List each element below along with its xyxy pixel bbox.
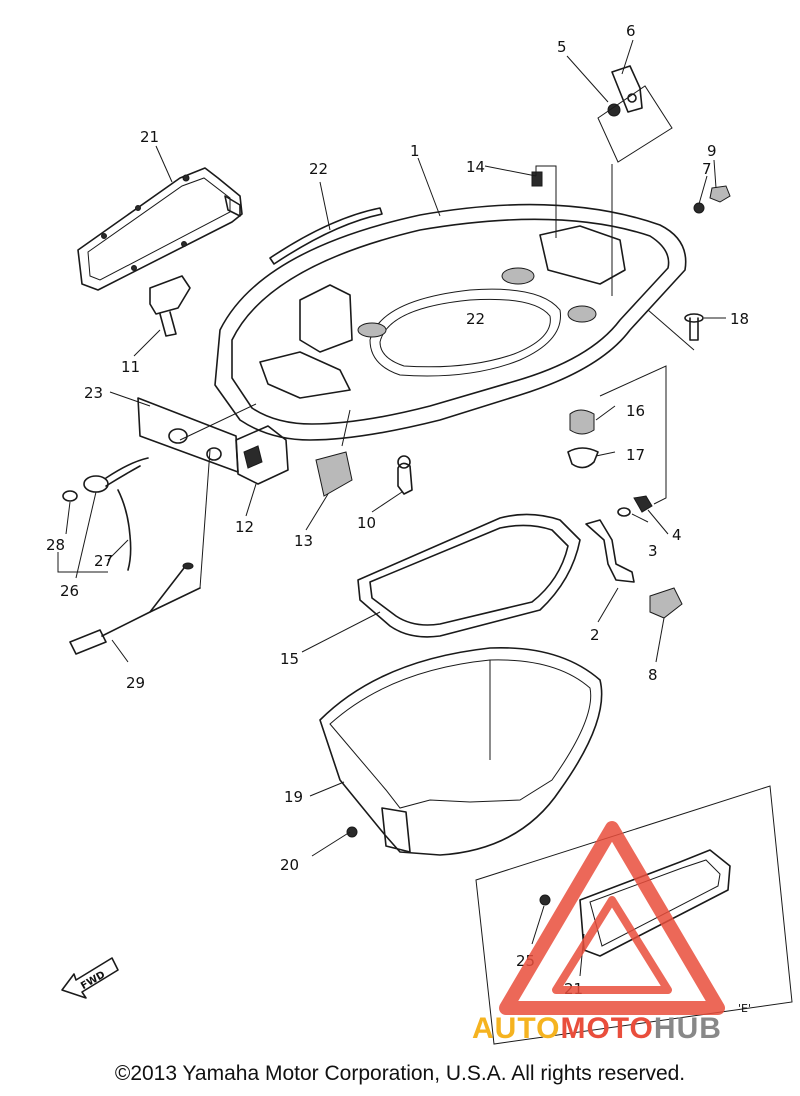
callout-14: 14 [466,158,485,176]
callout-7: 7 [702,160,712,178]
callout-21: 21 [140,128,159,146]
part-15-gasket [357,513,581,638]
part-16-grommet [569,409,595,435]
part-8-cap [649,587,683,619]
callout-22b: 22 [466,310,485,328]
callout-2: 2 [590,626,600,644]
part-17-collar [567,447,599,469]
part-14-screw [531,171,543,187]
callout-1: 1 [410,142,420,160]
callout-26: 26 [60,582,79,600]
callout-10: 10 [357,514,376,532]
callout-8: 8 [648,666,658,684]
callout-23: 23 [84,384,103,402]
inset-e-box [475,785,793,1045]
watermark-triangle-icon [499,821,725,1015]
callout-12: 12 [235,518,254,536]
watermark-part-auto: AUTO [472,1012,561,1045]
callout-29: 29 [126,674,145,692]
callout-9: 9 [707,142,717,160]
part-20-nut [346,826,358,838]
callout-15: 15 [280,650,299,668]
callout-4: 4 [672,526,682,544]
watermark-part-moto: MOTO [560,1012,654,1045]
callout-20: 20 [280,856,299,874]
watermark-part-hub: HUB [653,1012,722,1045]
callout-3: 3 [648,542,658,560]
part-5-6-clip [597,65,673,163]
exploded-parts-diagram: 21 22 1 5 6 14 7 9 18 22 16 17 3 4 2 8 1… [46,22,793,1045]
part-22-seal-strip [269,207,383,265]
watermark-logo-text: AUTOMOTOHUB [472,1012,722,1046]
part-7-screw [693,202,705,214]
part-13-plug [315,451,353,497]
fwd-label: FWD [79,969,107,992]
callout-6: 6 [626,22,636,40]
part-4-nut [633,495,653,513]
callout-16: 16 [626,402,645,420]
part-19-lower-pan [319,646,603,856]
part-21-cover-plate [77,167,243,291]
part-3-washer [617,507,631,517]
part-9-grommet [709,185,731,203]
callout-19: 19 [284,788,303,806]
part-2-bracket [585,519,635,583]
callout-5: 5 [557,38,567,56]
inset-label: 'E' [738,1002,751,1015]
part-11-grommet [149,275,191,337]
fwd-arrow-icon: FWD [61,957,119,999]
callout-28: 28 [46,536,65,554]
callout-13: 13 [294,532,313,550]
part-1-bottom-cowling [214,203,687,441]
part-23-label-plate [137,397,239,473]
callout-18: 18 [730,310,749,328]
part-27-lanyard [117,489,132,571]
callout-22: 22 [309,160,328,178]
callout-27: 27 [94,552,113,570]
part-18-bolt [684,313,704,341]
callout-11: 11 [121,358,140,376]
part-28-cap [62,490,78,502]
part-10-fitting [397,455,413,495]
leader-lines [57,39,726,977]
part-29-sensor [69,562,201,655]
part-26-switch [83,457,149,493]
callout-17: 17 [626,446,645,464]
copyright-notice: ©2013 Yamaha Motor Corporation, U.S.A. A… [114,1062,686,1085]
part-12-switch-cover [235,425,289,485]
